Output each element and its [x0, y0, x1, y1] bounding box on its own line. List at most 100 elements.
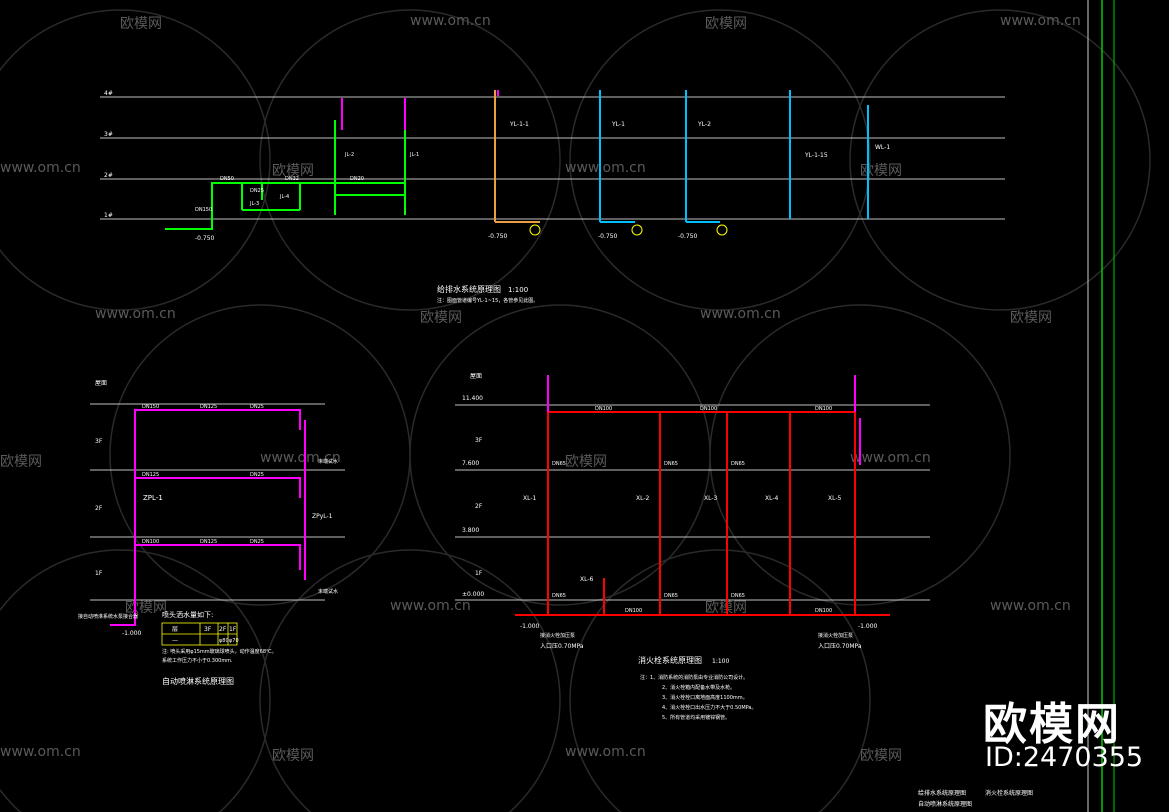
title-block-text: 自动喷淋系统原理图 [918, 800, 972, 808]
table-note: 系统工作压力不小于0.300mm. [162, 657, 233, 664]
hydrant-pipes [515, 411, 890, 616]
level-label: ±0.000 [462, 591, 484, 598]
drawing-border [1087, 0, 1115, 812]
riser-label: YL-1-1 [509, 121, 529, 128]
watermark-site: www.om.cn [0, 160, 81, 176]
watermark-site: www.om.cn [95, 306, 176, 322]
riser-label: JL-3 [249, 201, 259, 207]
hydrant-system-diagram: 屋面 3F 2F 1F 11.400 7.600 3.800 ±0.000 DN… [455, 373, 930, 721]
watermark-logo: 欧模网 [983, 699, 1121, 750]
riser-label: XL-2 [636, 495, 650, 502]
pipe-label: DN65 [552, 461, 566, 467]
pipe-label: DN65 [731, 461, 745, 467]
level-label: -0.750 [195, 235, 215, 242]
watermark-brand: 欧模网 [860, 748, 902, 764]
drain-riser-cyan [599, 90, 869, 223]
drain-riser-orange [494, 90, 540, 223]
pipe-label: DN100 [815, 608, 832, 614]
table-title: 喷头洒水量如下: [162, 610, 213, 619]
pipe-label: DN25 [250, 539, 264, 545]
table-note: 注: 喷头采用φ15mm玻璃球喷头，动作温度68℃。 [162, 648, 277, 655]
riser-label: JL-1 [409, 152, 419, 158]
sprinkler-table: 层 3F 2F 1F — φ80 φ70 [161, 622, 239, 646]
level-label: 7.600 [462, 460, 479, 467]
watermark-site: www.om.cn [565, 744, 646, 760]
pressure-label: 入口压0.70MPa [540, 643, 584, 650]
floor-label: 4# [104, 90, 113, 97]
watermark-brand: 欧模网 [0, 454, 42, 470]
pipe-label: DN65 [664, 461, 678, 467]
hydrant-note: 5、所有管道均采用镀锌钢管。 [662, 714, 730, 721]
sprinkler-label: 末端试水 [318, 588, 338, 595]
table-head: 3F [204, 626, 212, 633]
watermark-site: www.om.cn [565, 160, 646, 176]
floor-label: 1# [104, 212, 113, 219]
pipe-label: DN32 [285, 176, 299, 182]
pipe-label: DN20 [350, 176, 364, 182]
level-label: -0.750 [598, 233, 618, 240]
level-label: -1.000 [122, 630, 142, 637]
sprinkler-pipes [110, 409, 306, 626]
watermark-brand: 欧模网 [272, 163, 314, 179]
pipe-label: DN100 [815, 406, 832, 412]
diagram-scale: 1:100 [712, 658, 729, 665]
riser-label: XL-6 [580, 576, 594, 583]
pipe-label: DN125 [200, 539, 217, 545]
pipe-label: DN150 [142, 404, 159, 410]
watermark-site: www.om.cn [990, 598, 1071, 614]
level-label: -1.000 [858, 623, 878, 630]
pipe-label: DN25 [250, 472, 264, 478]
floor-label: 3# [104, 131, 113, 138]
floor-lines [100, 96, 1005, 220]
title-block-text: 消火栓系统原理图 [985, 789, 1033, 797]
riser-symbols [529, 224, 728, 236]
floor-label: 1F [475, 570, 483, 577]
hydrant-note: 2、消火栓箱内配备水带及水枪。 [662, 684, 735, 691]
floor-label: 屋面 [95, 380, 107, 387]
diagram-scale: 1:100 [508, 286, 528, 294]
riser-label: YL-1 [611, 121, 625, 128]
riser-label: JL-2 [344, 152, 354, 158]
watermark-circles [0, 9, 1151, 812]
level-label: -0.750 [488, 233, 508, 240]
watermark-brand: 欧模网 [565, 454, 607, 470]
watermark-brand: 欧模网 [272, 748, 314, 764]
diagram-title: 给排水系统原理图 [437, 284, 501, 294]
watermark-site: www.om.cn [0, 744, 81, 760]
diagram-title: 自动喷淋系统原理图 [162, 676, 234, 686]
floor-label: 屋面 [470, 373, 482, 380]
diagram-title: 消火栓系统原理图 [638, 655, 702, 665]
riser-label: JL-4 [279, 194, 289, 200]
pipe-label: DN100 [595, 406, 612, 412]
pressure-label: 入口压0.70MPa [818, 643, 862, 650]
hydrant-note: 注：1、消防系统的消防泵由专业消防公司设计。 [640, 674, 748, 681]
sprinkler-system-diagram: 屋面 3F 2F 1F DN150 DN125 DN25 DN125 DN25 … [78, 380, 345, 686]
riser-label: ZPyL-1 [312, 513, 333, 520]
riser-label: WL-1 [875, 144, 890, 151]
pipe-label: DN65 [552, 593, 566, 599]
diagram-note: 注：图面管道编号YL-1~15，各管参见此图。 [437, 297, 538, 304]
sprinkler-label: 接自动喷淋系统水泵接合器 [78, 613, 138, 620]
pipe-label: DN25 [250, 404, 264, 410]
supply-pipe-network [165, 120, 406, 230]
level-label: 3.800 [462, 527, 479, 534]
watermark-brand: 欧模网 [120, 16, 162, 32]
table-cell: φ80 [219, 638, 229, 644]
floor-label: 1F [95, 570, 103, 577]
sprinkler-label: 末端试水 [318, 458, 338, 465]
riser-label: XL-3 [704, 495, 718, 502]
watermark-brand: 欧模网 [705, 16, 747, 32]
watermark-brand: 欧模网 [860, 163, 902, 179]
table-head: 1F [229, 626, 237, 633]
pipe-label: DN150 [195, 207, 212, 213]
pump-label: 接消火栓加压泵 [540, 632, 575, 639]
pipe-label: DN50 [220, 176, 234, 182]
riser-label: XL-1 [523, 495, 537, 502]
title-block: 给排水系统原理图 消火栓系统原理图 自动喷淋系统原理图 [918, 789, 1033, 808]
floor-label: 2F [475, 503, 483, 510]
pipe-label: DN125 [200, 404, 217, 410]
watermark-site: www.om.cn [850, 450, 931, 466]
level-label: -1.000 [520, 623, 540, 630]
table-cell: φ70 [229, 638, 239, 644]
